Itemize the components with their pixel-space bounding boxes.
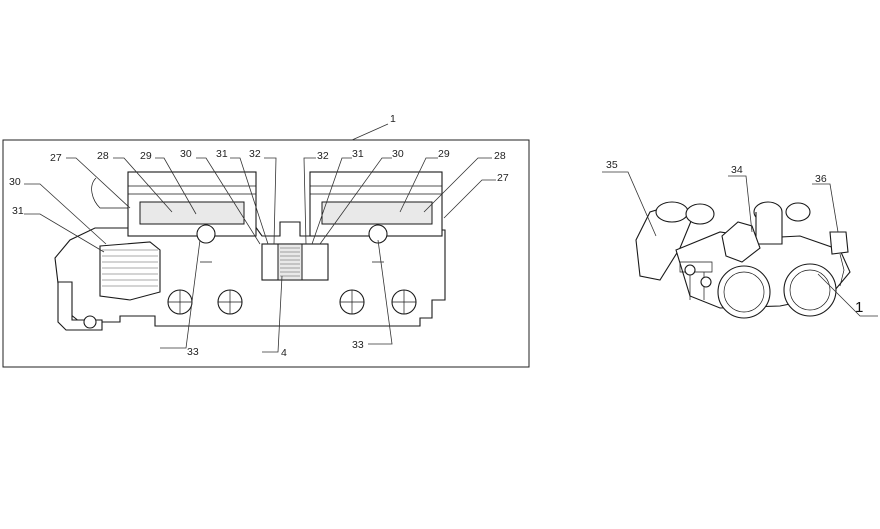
right-cylinder (309, 171, 443, 237)
assembly-view: 35 34 36 1 (602, 159, 878, 319)
label-32-left: 32 (249, 148, 261, 160)
label-30-right: 30 (392, 148, 404, 160)
label-1-assembly: 1 (855, 299, 863, 316)
label-31-left-top: 31 (216, 148, 228, 160)
label-4: 4 (281, 347, 287, 359)
label-27-right: 27 (497, 172, 509, 184)
label-28-left: 28 (97, 150, 109, 162)
section-view: 1 (2, 113, 530, 368)
label-33-left: 33 (187, 346, 199, 358)
left-spring (102, 249, 158, 287)
label-33-right: 33 (352, 339, 364, 351)
label-30-left-side: 30 (9, 176, 21, 188)
screw-heads (167, 289, 417, 315)
label-32-right: 32 (317, 150, 329, 162)
throttle-body-section (54, 171, 446, 331)
label-31-right: 31 (352, 148, 364, 160)
label-34: 34 (731, 164, 743, 176)
callout-1-top: 1 (390, 113, 396, 125)
left-cylinder (91, 171, 257, 237)
label-28-right: 28 (494, 150, 506, 162)
label-36: 36 (815, 173, 827, 185)
throttle-body-assembly (635, 201, 851, 319)
label-30-left-top: 30 (180, 148, 192, 160)
label-35: 35 (606, 159, 618, 171)
section-view-leaders (24, 157, 496, 353)
label-29-left: 29 (140, 150, 152, 162)
label-31-left-side: 31 (12, 205, 24, 217)
label-29-right: 29 (438, 148, 450, 160)
label-27-left: 27 (50, 152, 62, 164)
assembly-view-leaders (602, 171, 878, 317)
section-view-frame (2, 139, 530, 368)
